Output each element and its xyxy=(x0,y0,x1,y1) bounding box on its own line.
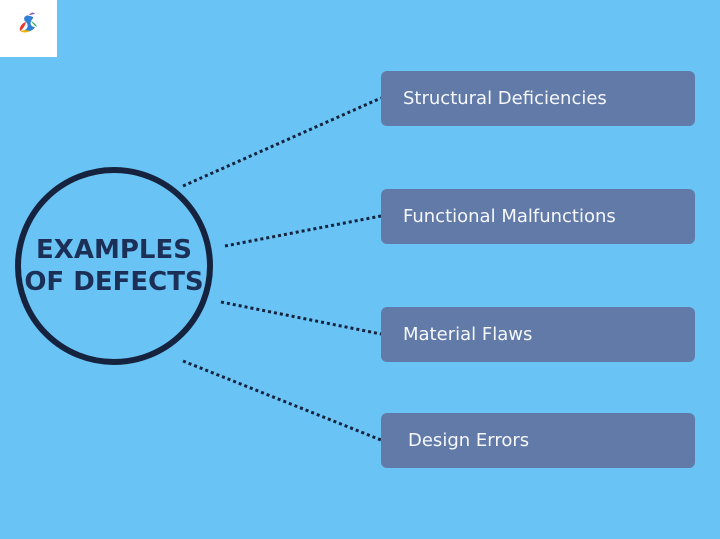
swan-logo-icon xyxy=(19,12,37,33)
defect-item-label: Functional Malfunctions xyxy=(403,206,616,227)
defect-item-label: Structural Deficiencies xyxy=(403,88,607,109)
defect-item-functional-malfunctions: Functional Malfunctions xyxy=(381,189,695,244)
defect-item-structural-deficiencies: Structural Deficiencies xyxy=(381,71,695,126)
defect-item-label: Design Errors xyxy=(408,430,530,451)
connector-line xyxy=(182,359,382,442)
connector-line xyxy=(220,300,382,336)
defect-item-design-errors: Design Errors xyxy=(381,413,695,468)
center-circle: EXAMPLES OF DEFECTS xyxy=(15,167,213,365)
center-title: EXAMPLES OF DEFECTS xyxy=(24,235,204,297)
logo xyxy=(0,0,57,57)
connector-line xyxy=(182,96,382,188)
connector-line xyxy=(224,214,382,248)
defect-item-material-flaws: Material Flaws xyxy=(381,307,695,362)
defect-item-label: Material Flaws xyxy=(403,324,533,345)
